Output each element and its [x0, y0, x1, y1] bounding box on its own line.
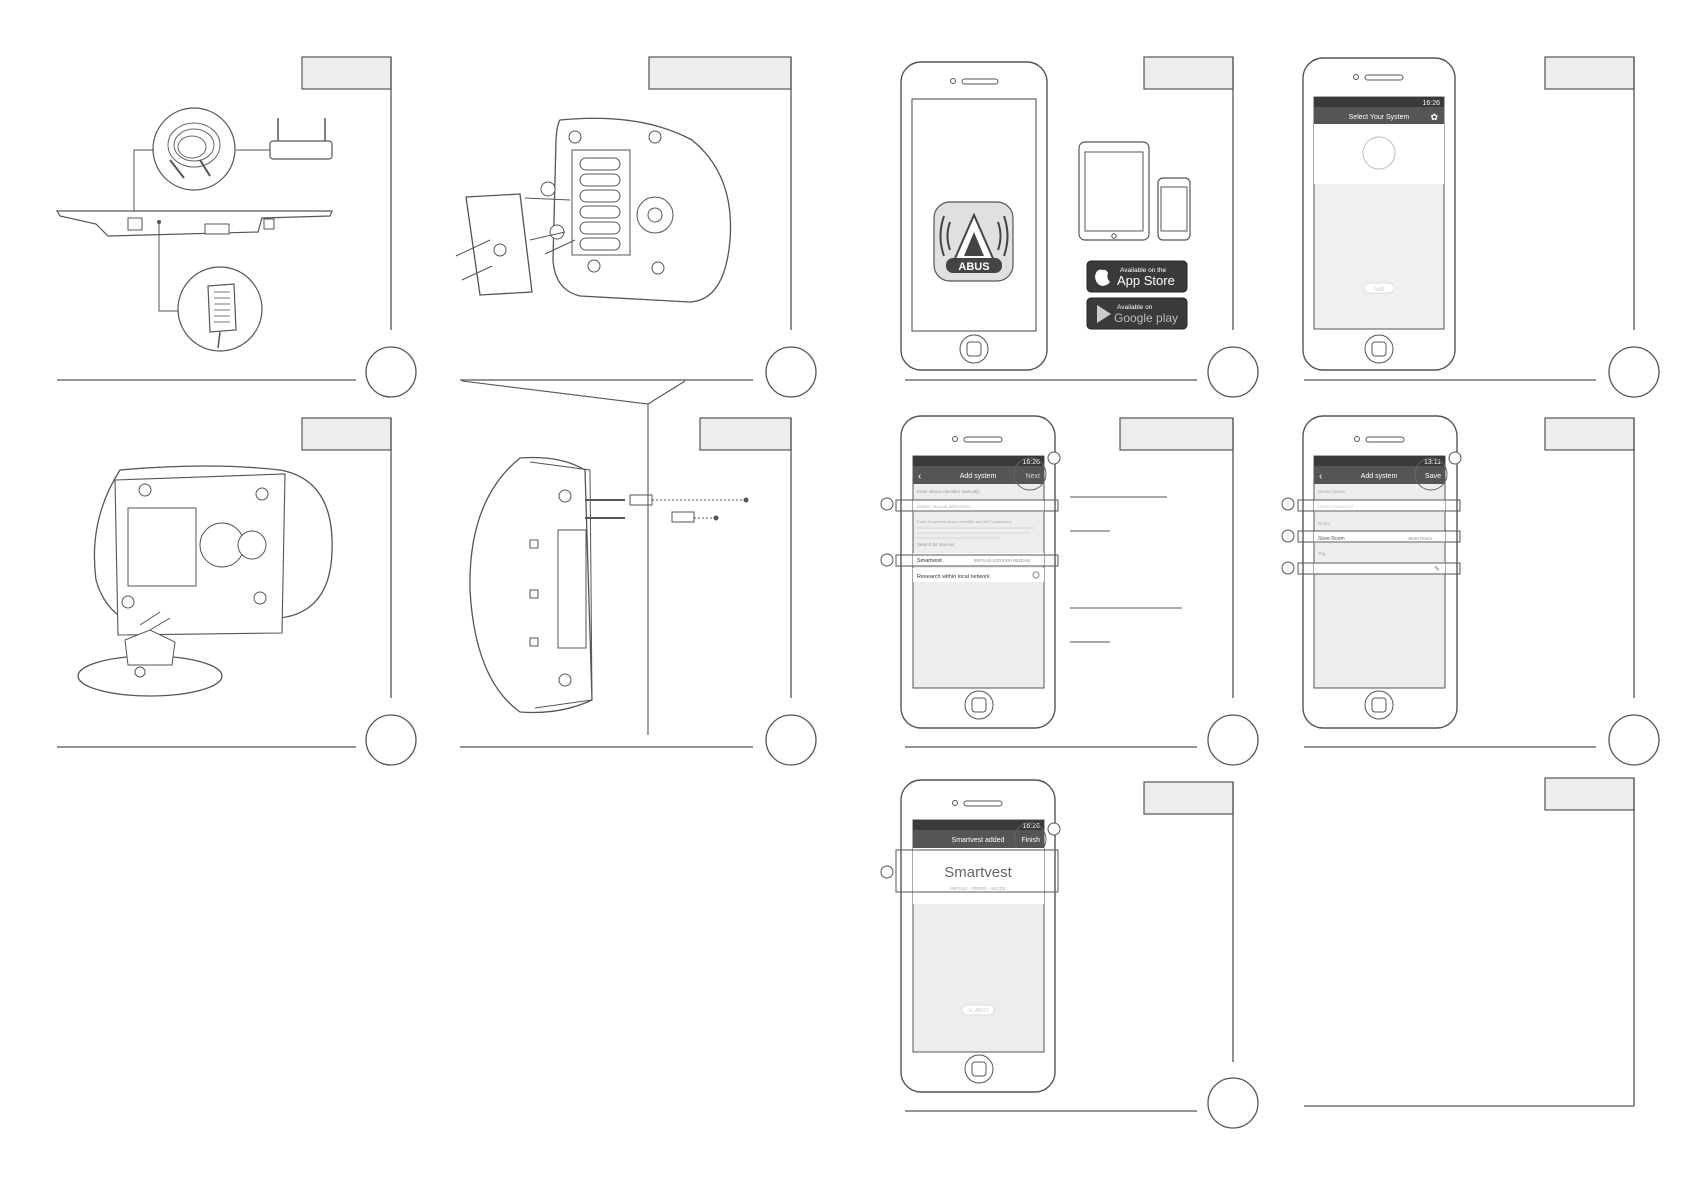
label-manual: Enter device identifier manually: [917, 489, 980, 494]
power-adapter-icon: [207, 283, 237, 333]
step-label-box: [301, 417, 392, 451]
step-number-circle: [765, 346, 817, 398]
device-id: INFGAG - 000000 - ABCDE: [950, 886, 1006, 891]
status-time: 16:26: [1422, 100, 1440, 107]
panel-empty: [1304, 777, 1635, 1107]
step-number-circle: [1207, 714, 1259, 766]
system-avatar[interactable]: [1362, 136, 1396, 170]
step-label-box: [648, 56, 792, 90]
google-play-badge[interactable]: [1086, 297, 1188, 330]
base-station-side: [55, 210, 333, 237]
app-store-small: Available on the: [1120, 267, 1167, 274]
step-label-box: [1143, 781, 1234, 815]
panel-add-system: 16:26 ‹ Add system Next Enter device ide…: [880, 415, 1259, 766]
back-icon[interactable]: ‹: [1319, 471, 1322, 482]
device-name-field[interactable]: Device Name: [1318, 489, 1346, 494]
screen-title: Select Your System: [1349, 114, 1410, 121]
step-label-box: [1119, 417, 1234, 451]
next-button[interactable]: Next: [1026, 473, 1040, 480]
device-row-name[interactable]: Smartvest: [917, 558, 942, 564]
manual-field[interactable]: Button: Manual add entries: [917, 504, 972, 509]
room-row-value: Store Room: [1408, 536, 1432, 541]
step-label-box: [1143, 56, 1234, 90]
google-play-small: Available on: [1117, 304, 1153, 311]
app-store-badge[interactable]: [1086, 260, 1188, 293]
edit-icon[interactable]: ✎: [1434, 566, 1440, 573]
screen-title: Add system: [1361, 473, 1398, 480]
step-number-circle: [1207, 346, 1259, 398]
panel-system-details: 13:11 ‹ Add system Save Device Name Devi…: [1281, 415, 1660, 766]
step-number-circle: [365, 714, 417, 766]
app-store-big: App Store: [1117, 273, 1175, 288]
refresh-icon[interactable]: [1032, 571, 1040, 579]
step-label-box: [1544, 417, 1635, 451]
step-number-circle: [765, 714, 817, 766]
google-play-big: Google play: [1114, 311, 1178, 325]
panel-wall-mount: [460, 380, 817, 766]
step-label-box: [301, 56, 392, 90]
step-number-circle: [1608, 714, 1660, 766]
label-search: Search for devices: [917, 542, 955, 547]
help-text: Enter Smartvest device identifier and Wi…: [917, 519, 1011, 524]
bottom-button-label: Ja, ABUS: [967, 1008, 989, 1014]
tag-label: Tag: [1318, 551, 1326, 556]
step-label-box: [1544, 56, 1635, 90]
step-label-box: [699, 417, 792, 451]
status-time: 16:26: [1022, 459, 1040, 466]
settings-icon[interactable]: ✿: [1430, 112, 1438, 122]
status-time: 13:11: [1424, 459, 1441, 466]
back-icon[interactable]: ‹: [918, 471, 921, 482]
screen-title: Smartvest added: [952, 837, 1005, 844]
finish-button[interactable]: Finish: [1021, 837, 1040, 844]
router-icon: [269, 140, 333, 160]
panel-download-app: ABUS Available on the App Store Availabl…: [900, 56, 1259, 398]
step-number-circle: [365, 346, 417, 398]
panel-connect-cables: [55, 56, 417, 398]
panel-select-system: 16:26 Select Your System ✿ Add: [1302, 56, 1660, 398]
step-number-circle: [1207, 1077, 1259, 1129]
add-button[interactable]: [1363, 282, 1395, 294]
add-button-label: Add: [1374, 287, 1385, 293]
panel-insert-batteries: [455, 56, 817, 398]
screen-title: Add system: [960, 473, 997, 480]
status-time: 16:26: [1022, 823, 1040, 830]
wall-screws: [585, 494, 749, 523]
base-station-wall: [469, 456, 593, 714]
bottom-button[interactable]: [961, 1004, 995, 1016]
device-name: Smartvest: [944, 864, 1012, 881]
room-row[interactable]: Store Room: [1318, 536, 1345, 542]
research-row[interactable]: Research within local network: [917, 574, 990, 580]
step-number-circle: [1608, 346, 1660, 398]
panel-system-added: 16:26 Smartvest added Finish Smartvest I…: [880, 779, 1259, 1129]
save-button[interactable]: Save: [1425, 473, 1441, 480]
room-label: Room: [1318, 521, 1330, 526]
device-row-id: INFGAG-XXXXXX-YBZKAB: [974, 558, 1030, 563]
device-password-field[interactable]: Device Password: [1318, 504, 1353, 509]
panel-attach-stand: [57, 417, 417, 766]
abus-brand: ABUS: [958, 261, 989, 273]
step-label-box: [1544, 777, 1635, 811]
